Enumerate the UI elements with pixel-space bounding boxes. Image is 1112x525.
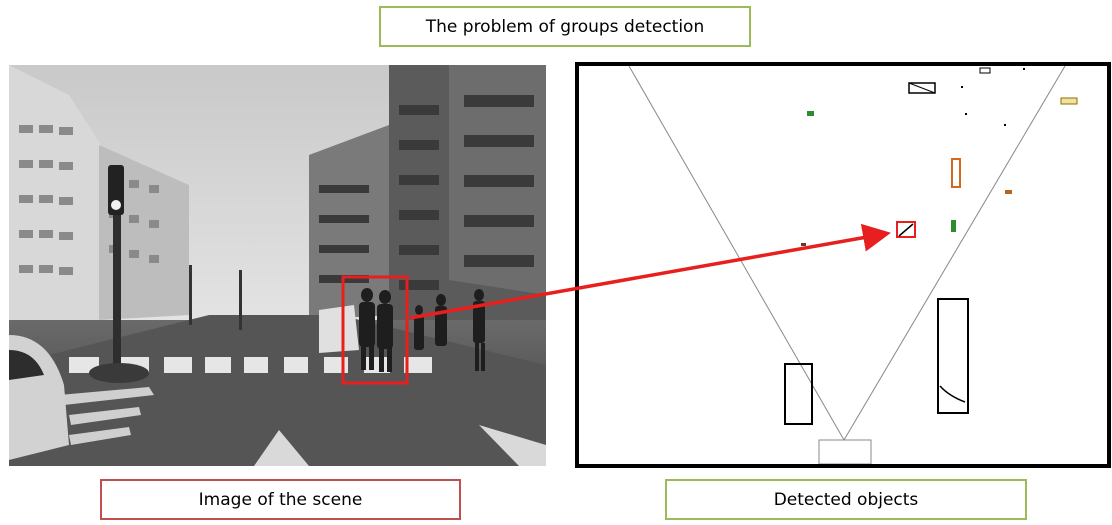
detected-objects-plot <box>628 65 1078 465</box>
detected-objects-panel <box>575 62 1111 468</box>
title-box: The problem of groups detection <box>379 6 751 47</box>
street-scene-image <box>9 65 546 466</box>
object-box-diagonal <box>898 223 914 237</box>
scene-caption-box: Image of the scene <box>100 479 461 520</box>
object-box <box>937 298 969 414</box>
object-box-diagonal <box>908 82 936 94</box>
group-highlight-box <box>341 275 409 385</box>
object-box <box>807 111 814 116</box>
scene-photo <box>9 65 546 466</box>
object-box-trace <box>939 385 966 403</box>
scene-caption: Image of the scene <box>198 489 363 510</box>
object-box <box>1060 97 1078 105</box>
object-box <box>979 67 991 74</box>
object-box-highlighted <box>896 221 916 238</box>
object-box <box>908 82 936 94</box>
object-box <box>951 158 961 188</box>
object-box <box>1005 190 1012 194</box>
objects-caption: Detected objects <box>773 489 919 510</box>
object-box <box>784 363 813 425</box>
object-box <box>801 243 806 246</box>
fov-right-line <box>843 65 1066 441</box>
ego-vehicle-box <box>818 439 872 465</box>
object-box <box>951 220 956 232</box>
title-text: The problem of groups detection <box>425 16 705 37</box>
detected-objects <box>784 67 1078 425</box>
objects-caption-box: Detected objects <box>665 479 1027 520</box>
